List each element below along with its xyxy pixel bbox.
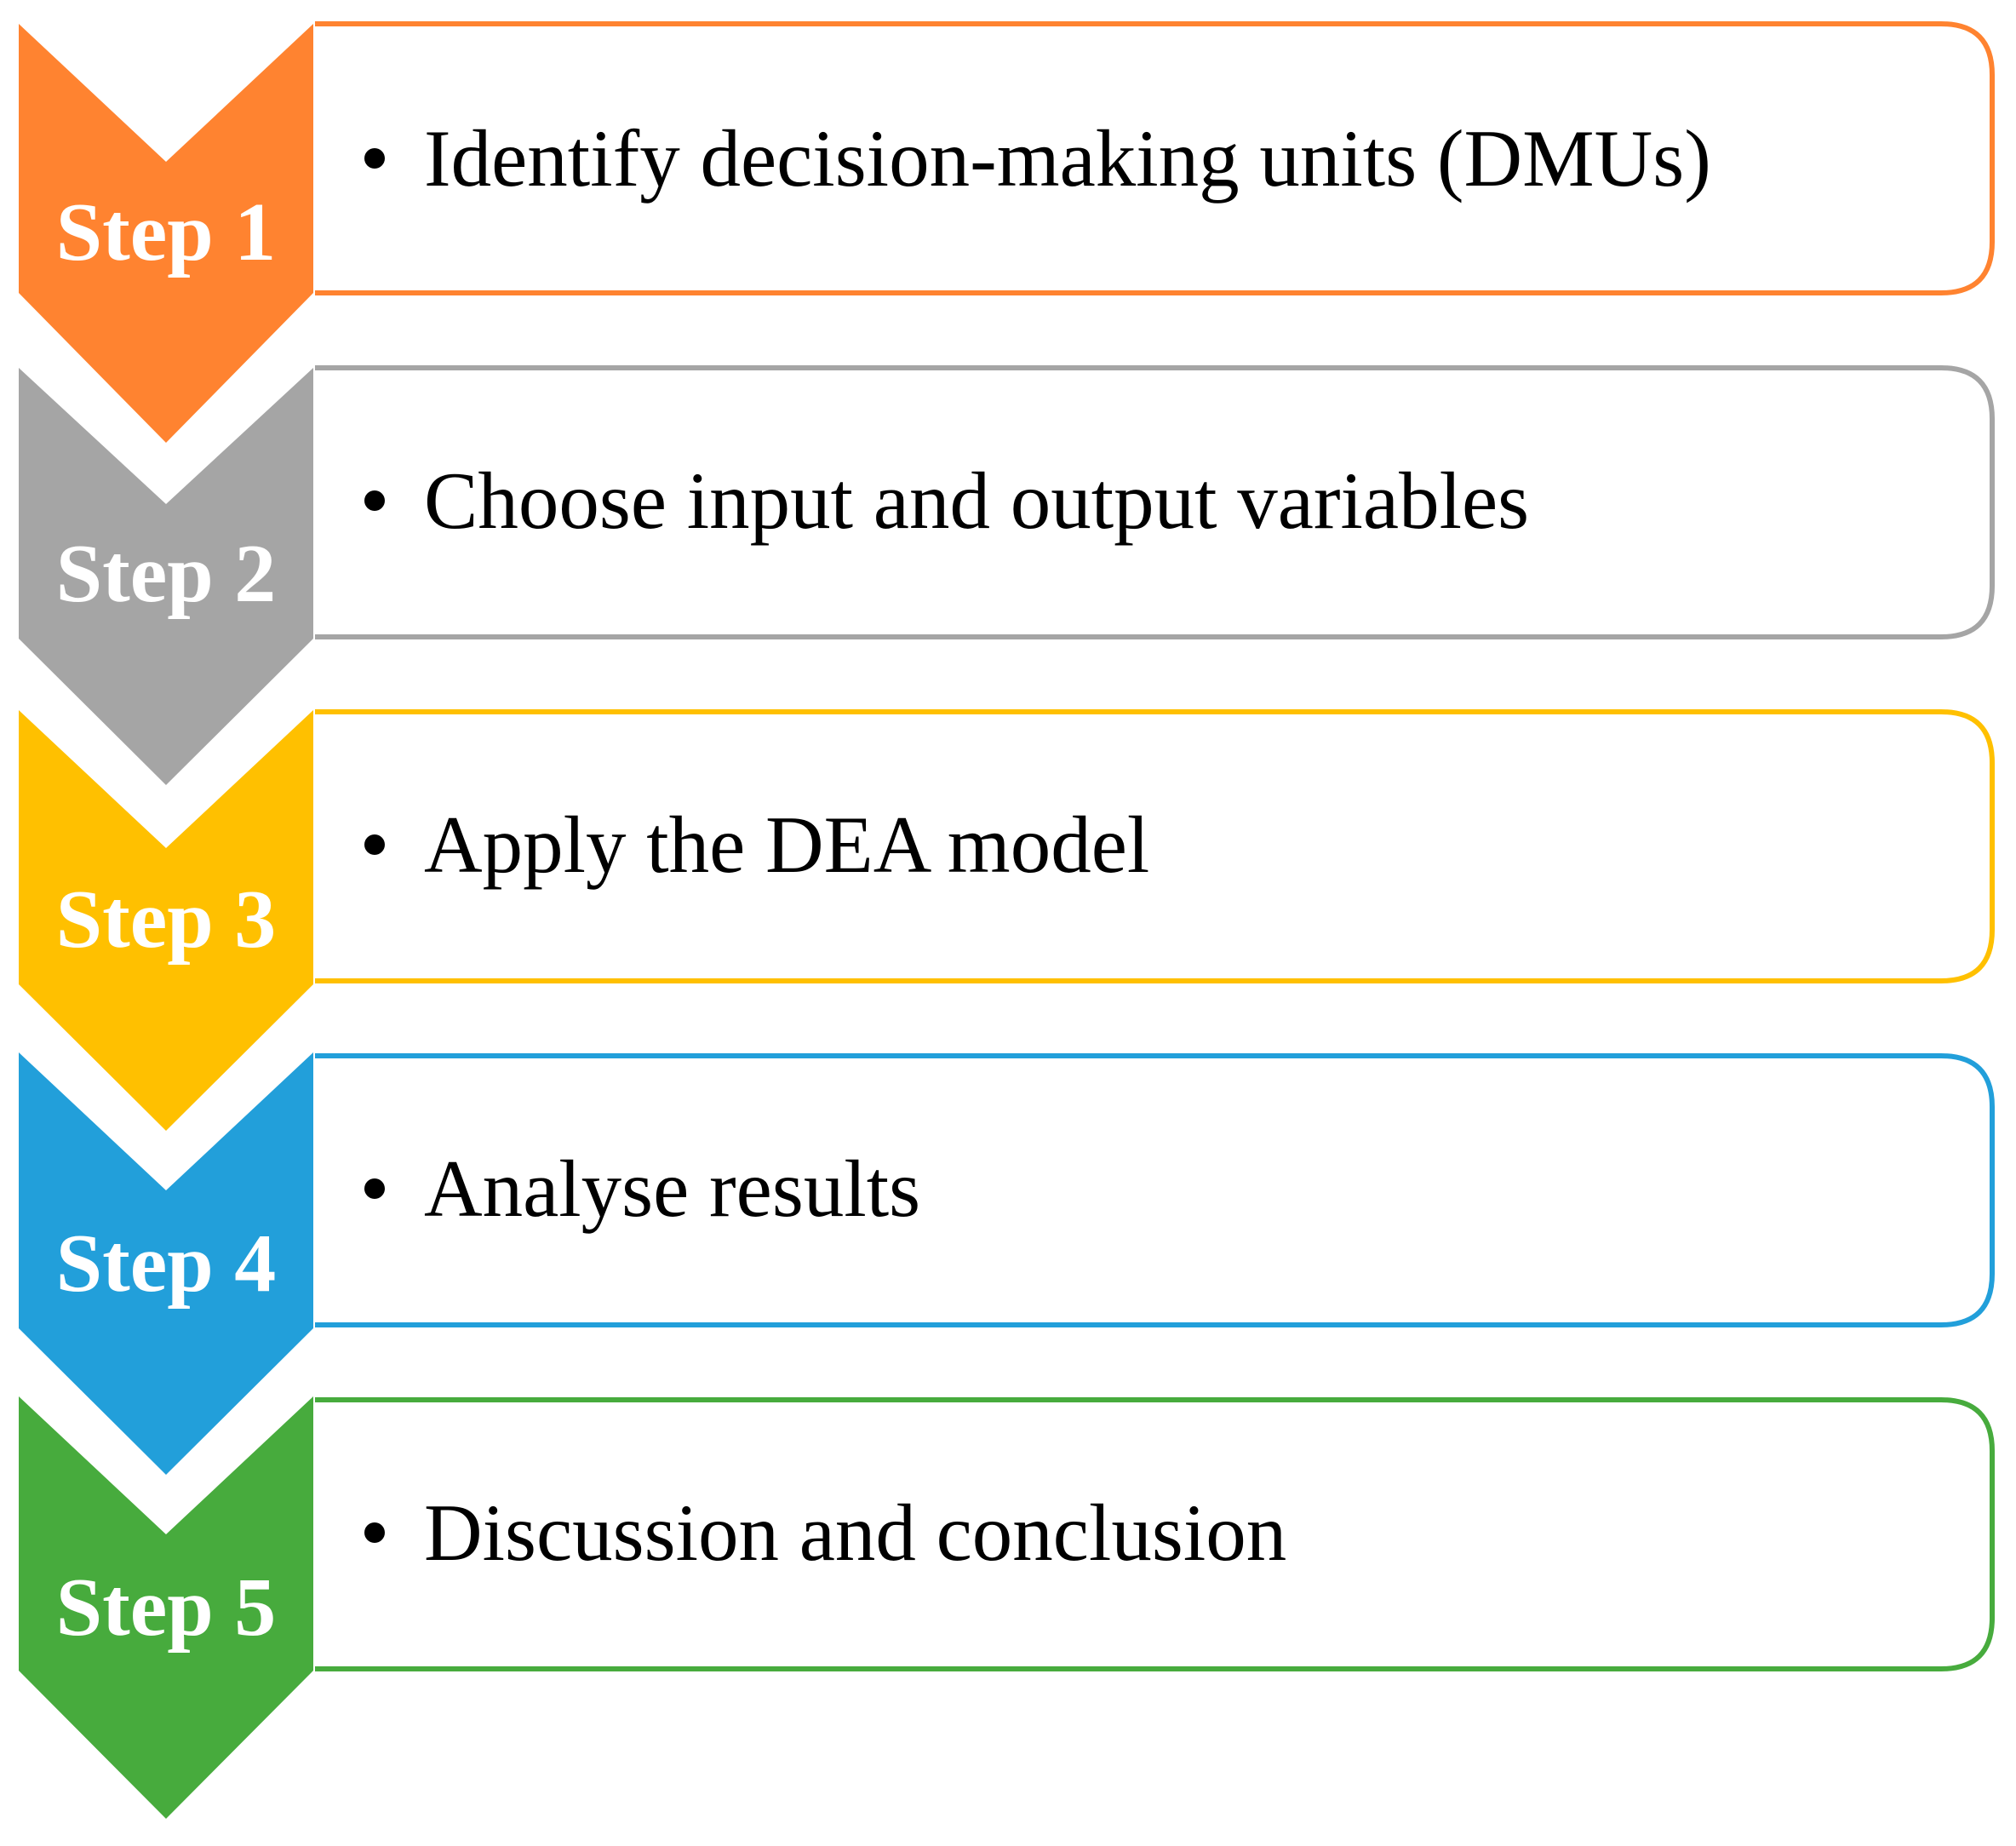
step-2-box — [315, 365, 1995, 639]
step-3-label: Step 3 — [56, 874, 277, 966]
step-4-label: Step 4 — [56, 1218, 277, 1310]
step-1-label: Step 1 — [56, 186, 277, 278]
step-2-label: Step 2 — [56, 528, 277, 620]
step-1-chevron — [19, 24, 313, 443]
step-3-bullet — [364, 834, 385, 855]
step-3-text: Apply the DEA model — [424, 800, 1149, 890]
step-5-bullet — [364, 1522, 385, 1543]
step-2-chevron — [19, 368, 313, 785]
step-2: Step 2 Choose input and output variables — [19, 365, 1995, 785]
step-5-label: Step 5 — [56, 1562, 277, 1654]
step-4-bullet — [364, 1178, 385, 1199]
step-4: Step 4 Analyse results — [19, 1052, 1995, 1475]
step-2-text: Choose input and output variables — [424, 456, 1529, 546]
step-5: Step 5 Discussion and conclusion — [19, 1396, 1995, 1819]
step-4-chevron — [19, 1052, 313, 1475]
step-5-chevron — [19, 1396, 313, 1819]
step-1-bullet — [364, 148, 385, 169]
step-4-box — [315, 1053, 1995, 1327]
step-5-box — [315, 1397, 1995, 1671]
step-1-box — [315, 21, 1995, 295]
step-3-box — [315, 709, 1995, 983]
step-1-text: Identify decision-making units (DMUs) — [424, 113, 1711, 204]
step-3: Step 3 Apply the DEA model — [19, 709, 1995, 1131]
step-2-bullet — [364, 490, 385, 511]
step-4-text: Analyse results — [424, 1144, 920, 1234]
step-1: Step 1 Identify decision-making units (D… — [19, 21, 1995, 443]
step-3-chevron — [19, 710, 313, 1131]
step-5-text: Discussion and conclusion — [424, 1488, 1286, 1578]
